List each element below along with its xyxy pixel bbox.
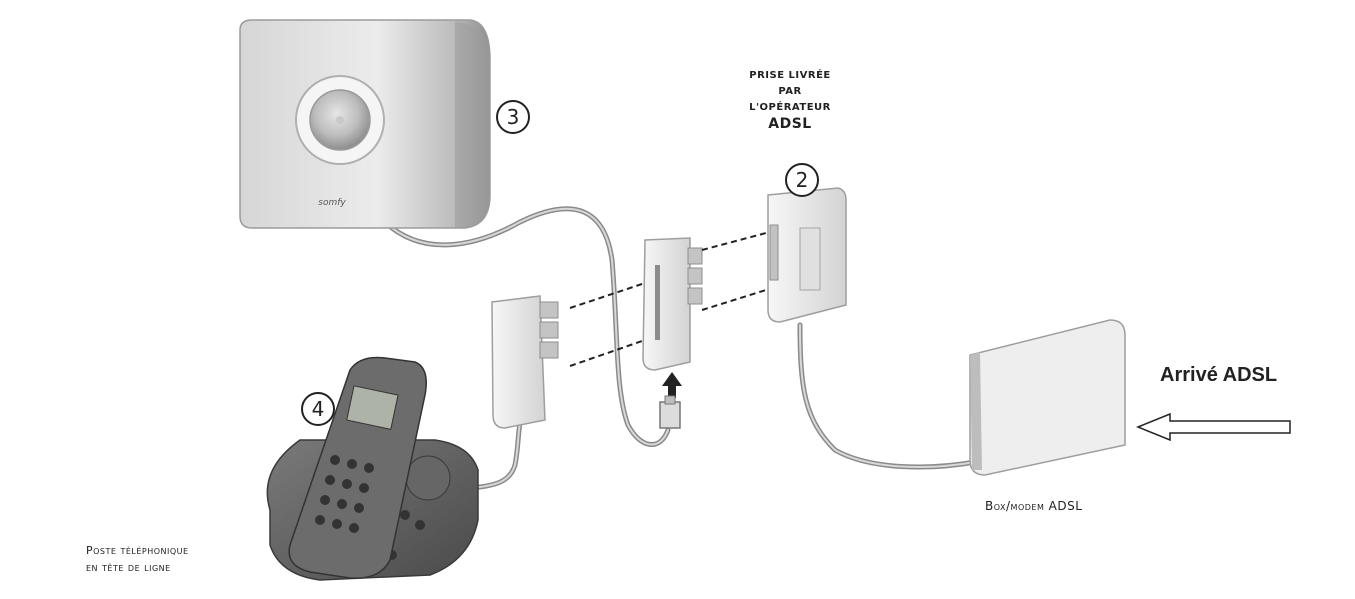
prise-label-line4: ADSL bbox=[768, 116, 812, 132]
insert-arrow-icon bbox=[662, 372, 682, 398]
cables-inner bbox=[384, 207, 976, 489]
prise-label: PRISE LIVRÉE PAR L'OPÉRATEUR ADSL bbox=[735, 68, 845, 132]
arrive-adsl-label: Arrivé ADSL bbox=[1160, 364, 1278, 386]
adsl-box-modem bbox=[969, 319, 1126, 476]
callout-4: 4 bbox=[301, 392, 335, 426]
left-filter bbox=[491, 295, 559, 429]
prise-label-line2: PAR bbox=[778, 86, 802, 97]
poste-label: Poste téléphonique en tête de ligne bbox=[86, 542, 189, 576]
poste-label-line2: en tête de ligne bbox=[86, 561, 171, 574]
rj-plug bbox=[659, 395, 681, 429]
prise-adsl-device bbox=[767, 187, 847, 323]
telephone bbox=[266, 356, 479, 581]
somfy-brand: somfy bbox=[318, 198, 346, 208]
prise-label-line1: PRISE LIVRÉE bbox=[749, 70, 831, 81]
dashed-links bbox=[569, 232, 767, 367]
middle-filter bbox=[642, 237, 703, 371]
adsl-arrival-arrow-icon bbox=[1136, 412, 1291, 442]
callout-3: 3 bbox=[496, 100, 530, 134]
prise-label-line3: L'OPÉRATEUR bbox=[749, 102, 831, 113]
box-modem-label: Box/modem ADSL bbox=[985, 499, 1083, 513]
callout-2: 2 bbox=[785, 163, 819, 197]
poste-label-line1: Poste téléphonique bbox=[86, 544, 189, 557]
cable-prise-to-box bbox=[797, 322, 978, 470]
somfy-alarm-device: somfy bbox=[239, 19, 491, 229]
